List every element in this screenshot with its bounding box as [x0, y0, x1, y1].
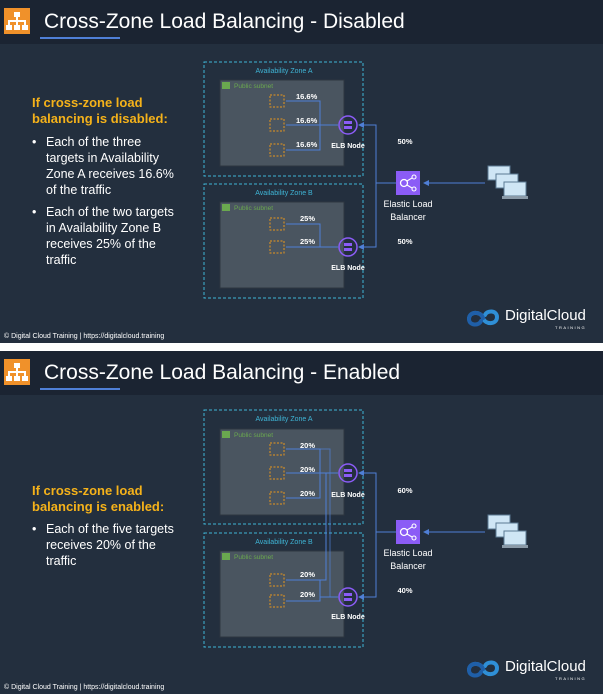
clients-icon	[487, 165, 528, 199]
traffic-split-a: 60%	[397, 486, 412, 495]
elb-node-label: ELB Node	[331, 265, 365, 272]
elastic-load-balancer-icon	[396, 520, 420, 544]
subnet-lock-icon	[222, 431, 230, 438]
target-instance-icon	[269, 594, 285, 608]
target-instance-icon	[269, 491, 285, 505]
bullet-list: Each of the three targets in Availabilit…	[30, 134, 180, 274]
target-instance-icon	[269, 442, 285, 456]
digitalcloud-logo: DigitalCloud TRAINING	[463, 656, 593, 684]
brand-name: DigitalCloud	[505, 307, 586, 324]
target-percent: 20%	[300, 590, 315, 599]
az-a-label: Availability Zone A	[255, 68, 312, 75]
target-instance-icon	[269, 118, 285, 132]
az-b-label: Availability Zone B	[255, 539, 313, 546]
title-bar: Cross-Zone Load Balancing - Enabled	[0, 351, 603, 395]
architecture-diagram: Availability Zone A Public subnet Availa…	[203, 61, 528, 299]
elb-node-icon	[338, 115, 358, 135]
target-percent: 20%	[300, 465, 315, 474]
slide-title: Cross-Zone Load Balancing - Enabled	[44, 361, 401, 384]
availability-zone-a	[203, 409, 364, 525]
target-percent: 16.6%	[296, 92, 318, 101]
public-subnet-a	[219, 428, 345, 516]
bullet-item: Each of the three targets in Availabilit…	[30, 134, 180, 198]
public-subnet-b	[219, 201, 345, 289]
heading: If cross-zone load balancing is enabled:	[32, 483, 164, 515]
traffic-split-a: 50%	[397, 137, 412, 146]
traffic-split-b: 40%	[397, 586, 412, 595]
bullet-item: Each of the five targets receives 20% of…	[30, 521, 180, 569]
elb-node-icon	[338, 587, 358, 607]
footer: © Digital Cloud Training | https://digit…	[4, 684, 165, 691]
cloud-logo-icon	[466, 660, 500, 678]
load-balancer-logo-icon	[4, 359, 30, 385]
heading-line: If cross-zone load	[32, 483, 143, 498]
target-percent: 20%	[300, 489, 315, 498]
subnet-label: Public subnet	[234, 432, 273, 439]
public-subnet-a	[219, 79, 345, 167]
elb-node-label: ELB Node	[331, 143, 365, 150]
target-instance-icon	[269, 143, 285, 157]
heading-line: If cross-zone load	[32, 95, 143, 110]
subnet-lock-icon	[222, 82, 230, 89]
public-subnet-b	[219, 550, 345, 638]
subnet-label: Public subnet	[234, 205, 273, 212]
bullet-list: Each of the five targets receives 20% of…	[30, 521, 180, 575]
brand-name: DigitalCloud	[505, 658, 586, 675]
footer: © Digital Cloud Training | https://digit…	[4, 333, 165, 340]
subnet-lock-icon	[222, 553, 230, 560]
target-percent: 25%	[300, 237, 315, 246]
brand-sub: TRAINING	[555, 676, 587, 681]
elb-node-label: ELB Node	[331, 492, 365, 499]
elb-label: Balancer	[390, 561, 426, 571]
target-percent: 20%	[300, 570, 315, 579]
traffic-split-b: 50%	[397, 237, 412, 246]
elb-node-label: ELB Node	[331, 614, 365, 621]
cloud-logo-icon	[466, 309, 500, 327]
slide-title: Cross-Zone Load Balancing - Disabled	[44, 10, 405, 33]
heading: If cross-zone load balancing is disabled…	[32, 95, 168, 127]
title-underline	[40, 37, 120, 39]
subnet-label: Public subnet	[234, 83, 273, 90]
target-instance-icon	[269, 94, 285, 108]
target-percent: 25%	[300, 214, 315, 223]
target-instance-icon	[269, 217, 285, 231]
az-b-label: Availability Zone B	[255, 190, 313, 197]
target-percent: 20%	[300, 441, 315, 450]
target-instance-icon	[269, 240, 285, 254]
elb-label: Balancer	[390, 212, 426, 222]
title-underline	[40, 388, 120, 390]
title-bar: Cross-Zone Load Balancing - Disabled	[0, 0, 603, 44]
availability-zone-b	[203, 183, 364, 299]
heading-line: balancing is enabled:	[32, 499, 165, 514]
availability-zone-b	[203, 532, 364, 648]
bullet-item: Each of the two targets in Availability …	[30, 204, 180, 268]
az-a-label: Availability Zone A	[255, 416, 312, 423]
digitalcloud-logo: DigitalCloud TRAINING	[463, 305, 593, 333]
target-percent: 16.6%	[296, 116, 318, 125]
slide-cross-zone-disabled: Cross-Zone Load Balancing - Disabled If …	[0, 0, 603, 343]
elastic-load-balancer-icon	[396, 171, 420, 195]
subnet-label: Public subnet	[234, 554, 273, 561]
architecture-diagram: Availability Zone A Public subnet Availa…	[203, 409, 528, 648]
brand-sub: TRAINING	[555, 325, 587, 330]
elb-label: Elastic Load	[383, 548, 432, 558]
heading-line: balancing is disabled:	[32, 111, 168, 126]
availability-zone-a	[203, 61, 364, 177]
target-instance-icon	[269, 573, 285, 587]
slide-cross-zone-enabled: Cross-Zone Load Balancing - Enabled If c…	[0, 351, 603, 694]
elb-label: Elastic Load	[383, 199, 432, 209]
target-percent: 16.6%	[296, 140, 318, 149]
load-balancer-logo-icon	[4, 8, 30, 34]
elb-node-icon	[338, 237, 358, 257]
clients-icon	[487, 514, 528, 548]
target-instance-icon	[269, 466, 285, 480]
subnet-lock-icon	[222, 204, 230, 211]
elb-node-icon	[338, 463, 358, 483]
